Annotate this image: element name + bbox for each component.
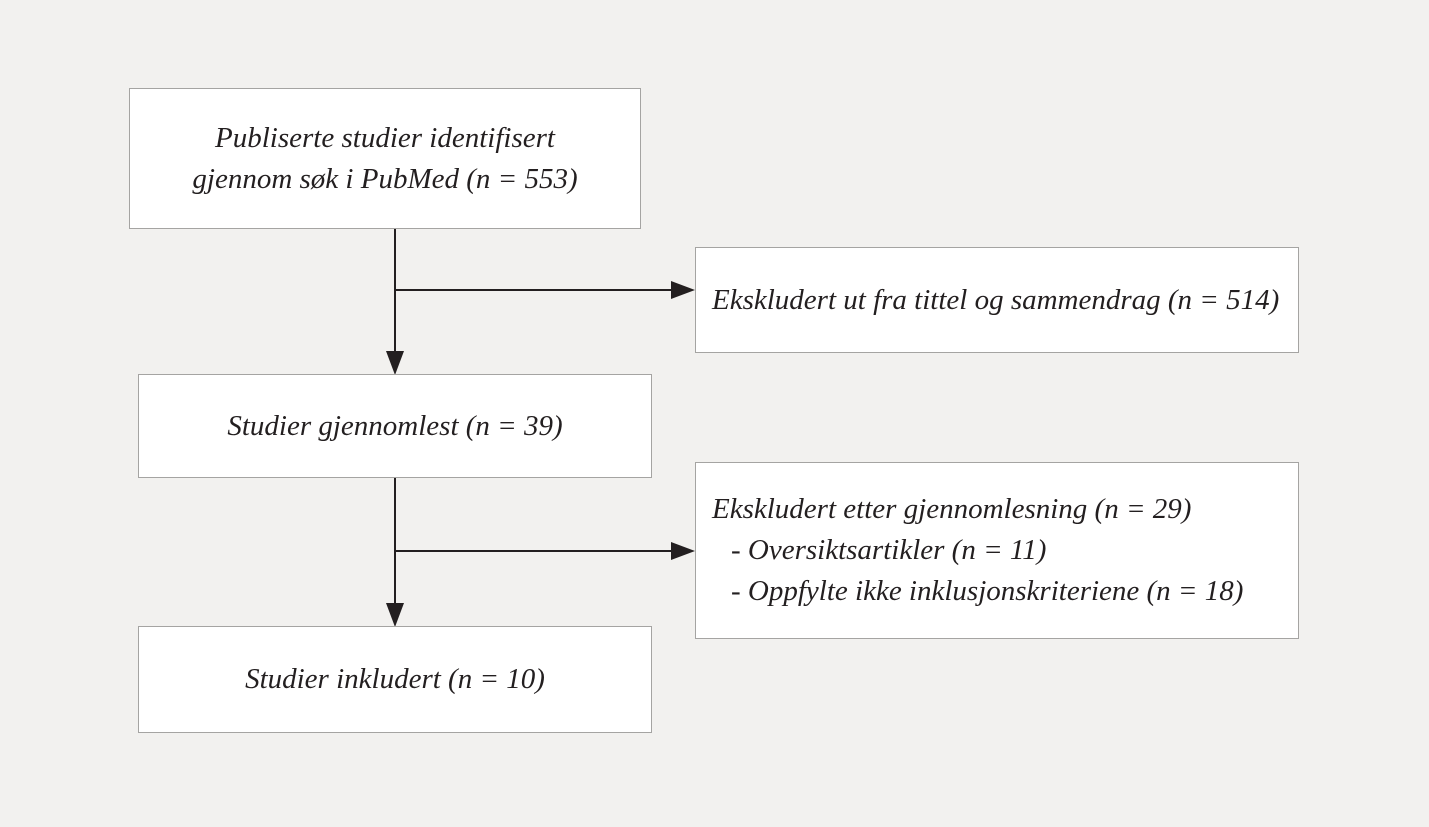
flow-box-text-line: Studier inkludert (n = 10) [245, 663, 545, 695]
connector-read-to-included [386, 478, 404, 627]
flow-box-text-line: Publiserte studier identifisert [215, 121, 555, 154]
flow-box-studies-identified: Publiserte studier identifisert gjennom … [129, 88, 641, 229]
flow-box-studies-read: Studier gjennomlest (n = 39) [138, 374, 652, 478]
arrow-down-icon [386, 351, 404, 375]
arrow-right-icon [671, 542, 695, 560]
flow-box-text-line: Ekskludert ut fra tittel og sammendrag (… [712, 283, 1280, 316]
flow-box-list-item: - Oppfylte ikke inklusjonskriteriene (n … [731, 575, 1244, 607]
flow-box-studies-included: Studier inkludert (n = 10) [138, 626, 652, 733]
connector-identified-to-excluded-screening [394, 281, 695, 299]
flow-box-list-item: - Oversiktsartikler (n = 11) [731, 534, 1047, 566]
connector-read-to-excluded-full-text [394, 542, 695, 560]
arrow-down-icon [386, 603, 404, 627]
flow-box-text-line: Studier gjennomlest (n = 39) [227, 409, 563, 442]
arrow-right-icon [671, 281, 695, 299]
flow-box-excluded-title-abstract: Ekskludert ut fra tittel og sammendrag (… [695, 247, 1299, 353]
connector-identified-to-read [386, 229, 404, 375]
flow-box-excluded-after-reading: Ekskludert etter gjennomlesning (n = 29)… [695, 462, 1299, 639]
flow-box-text-line: Ekskludert etter gjennomlesning (n = 29) [712, 493, 1192, 525]
flow-box-text-line: gjennom søk i PubMed (n = 553) [192, 162, 578, 195]
